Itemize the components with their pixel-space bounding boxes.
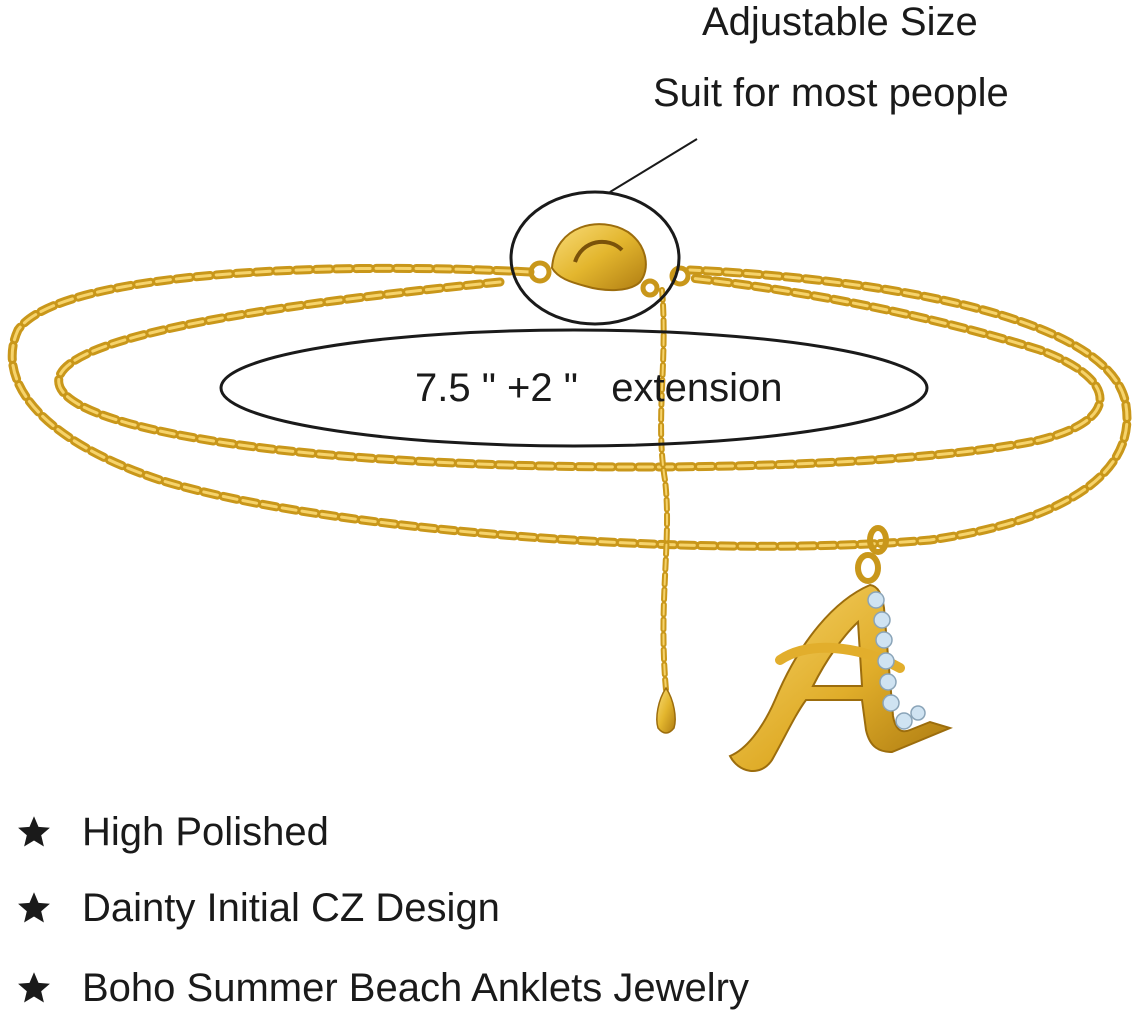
extension-drop xyxy=(656,686,676,734)
initial-a-pendant xyxy=(728,583,953,772)
lobster-clasp xyxy=(528,223,691,298)
cz-stones xyxy=(867,591,926,730)
feature-label: Boho Summer Beach Anklets Jewelry xyxy=(82,966,749,1010)
feature-item-cz-design: Dainty Initial CZ Design xyxy=(16,888,500,928)
feature-label: High Polished xyxy=(82,810,329,854)
chain-strands xyxy=(7,263,1132,693)
pendant-bail xyxy=(855,525,889,584)
star-icon xyxy=(18,892,50,923)
clasp-highlight-circle xyxy=(509,190,681,326)
star-icon xyxy=(18,972,50,1003)
length-highlight-ellipse xyxy=(219,328,929,448)
star-icon xyxy=(18,816,50,847)
adjustable-size-title: Adjustable Size xyxy=(702,0,978,44)
callout-pointer-line xyxy=(609,138,698,193)
feature-item-boho-jewelry: Boho Summer Beach Anklets Jewelry xyxy=(16,968,749,1008)
feature-label: Dainty Initial CZ Design xyxy=(82,886,500,930)
adjustable-size-subtitle: Suit for most people xyxy=(653,71,1009,115)
length-extension-label: 7.5 " +2 " extension xyxy=(415,366,783,410)
feature-item-high-polished: High Polished xyxy=(16,812,329,852)
